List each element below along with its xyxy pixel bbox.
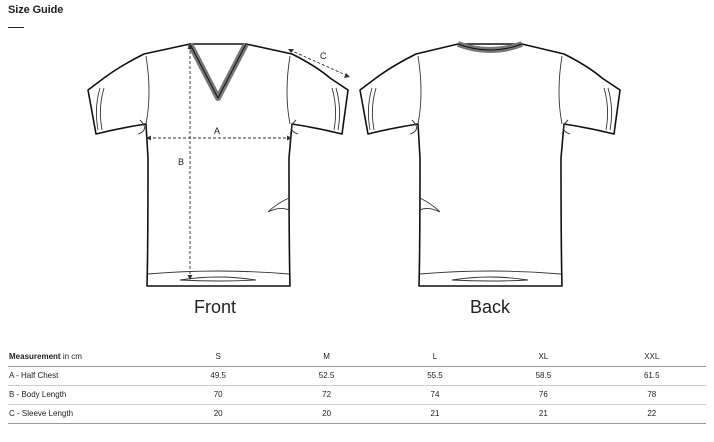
table-cell: 21: [538, 409, 548, 418]
measurement-label: Measurement: [9, 351, 61, 361]
table-cell: 52.5: [318, 371, 335, 380]
size-table: Measurement in cm S M L XL XXL A - Half …: [8, 347, 706, 424]
table-cell: 49.5: [210, 371, 226, 380]
dimension-b-label: B: [178, 157, 184, 167]
table-cell: 55.5: [427, 371, 443, 380]
row-label-body-length: B - Body Length: [9, 390, 67, 399]
page-title: Size Guide: [8, 4, 64, 16]
table-cell: 58.5: [535, 371, 552, 380]
table-cell: 20: [322, 409, 332, 418]
table-cell: 70: [213, 390, 223, 399]
table-cell: 61.5: [643, 371, 660, 380]
size-header-s: S: [215, 351, 221, 361]
size-header-l: L: [432, 351, 438, 361]
table-header-row: Measurement in cm S M L XL XXL: [8, 347, 706, 366]
unit-label: in cm: [62, 351, 82, 361]
table-cell: 72: [322, 390, 332, 399]
size-header-m: M: [323, 351, 330, 361]
dimension-a-label: A: [214, 126, 220, 136]
size-header-xl: XL: [538, 351, 549, 361]
table-cell: 21: [430, 409, 440, 418]
row-label-sleeve-length: C - Sleeve Length: [9, 409, 74, 418]
table-row: B - Body Length 70 72 74 76 78: [8, 385, 706, 404]
table-cell: 74: [430, 390, 440, 399]
size-header-xxl: XXL: [644, 351, 660, 361]
table-row: A - Half Chest 49.5 52.5 55.5 58.5 61.5: [8, 366, 706, 385]
tshirt-front-illustration: A B C: [80, 38, 356, 290]
row-label-half-chest: A - Half Chest: [9, 371, 59, 380]
table-cell: 76: [538, 390, 548, 399]
table-cell: 20: [213, 409, 223, 418]
title-underline: [8, 27, 24, 28]
table-row: C - Sleeve Length 20 20 21 21 22: [8, 404, 706, 423]
measurement-header: Measurement in cm: [8, 347, 164, 366]
front-label: Front: [194, 297, 237, 317]
back-label: Back: [470, 297, 511, 317]
table-cell: 78: [647, 390, 657, 399]
table-cell: 22: [647, 409, 657, 418]
tshirt-back-illustration: [352, 38, 628, 290]
dimension-c-label: C: [320, 51, 327, 61]
